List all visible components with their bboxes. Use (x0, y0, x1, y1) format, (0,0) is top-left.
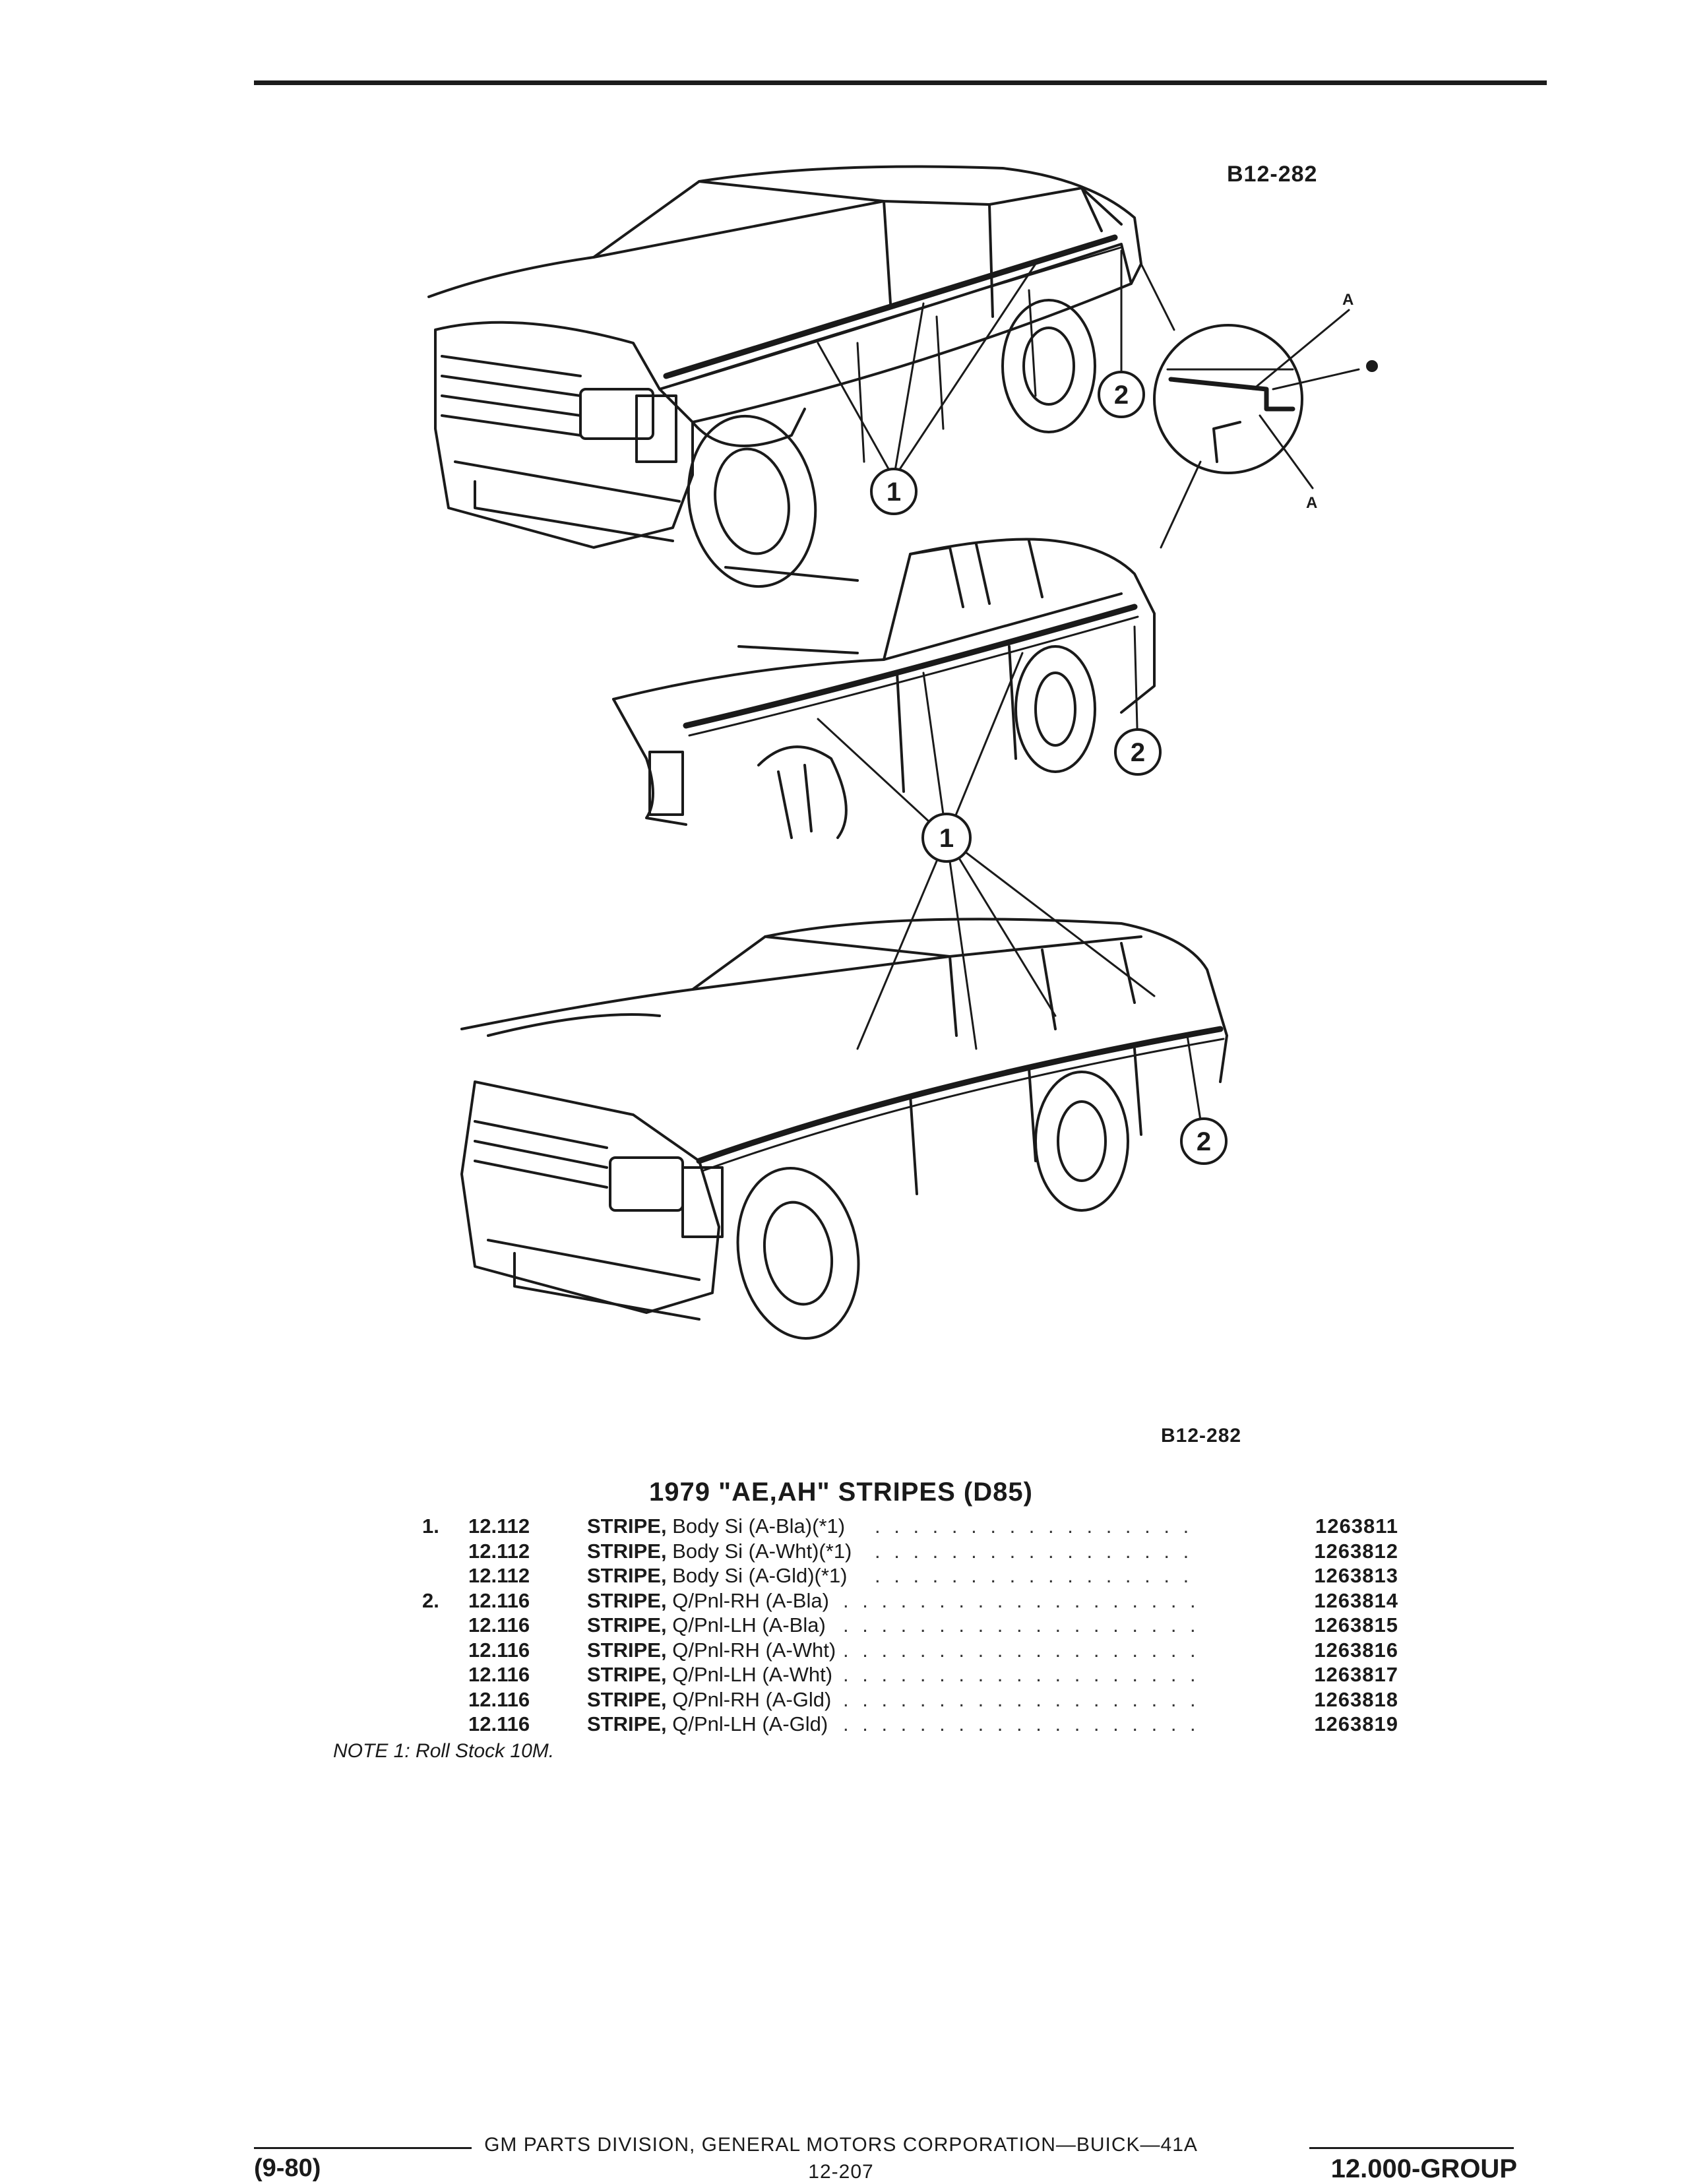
part-name: STRIPE, (587, 1539, 667, 1563)
callout-2-bottom (1180, 1117, 1228, 1165)
part-detail: Body Si (A-Bla)(*1) (672, 1514, 846, 1538)
leader-dots: . . . . . . . . . . . . . . . . . . . . … (843, 1613, 1200, 1637)
figure-code-top: B12-282 (1227, 162, 1318, 187)
part-description: STRIPE, Body Si (A-Bla)(*1) (587, 1514, 845, 1539)
part-number: 1263818 (1314, 1687, 1398, 1711)
footer-publisher: GM PARTS DIVISION, GENERAL MOTORS CORPOR… (484, 2134, 1198, 2156)
part-number: 1263817 (1314, 1663, 1398, 1686)
parts-row: 12.116 STRIPE, Q/Pnl-LH (A-Wht) . . . . . … (422, 1662, 1398, 1687)
group-number: 12.112 (468, 1539, 530, 1563)
part-description: STRIPE, Body Si (A-Gld)(*1) (587, 1563, 848, 1588)
figure-code-bottom: B12-282 (1161, 1425, 1242, 1447)
leader-dots: . . . . . . . . . . . . . . . . . . . . … (843, 1588, 1200, 1612)
parts-row: 12.116 STRIPE, Q/Pnl-RH (A-Gld) . . . . . … (422, 1687, 1398, 1712)
parts-row: 12.112 STRIPE, Body Si (A-Gld)(*1) . . . .… (422, 1563, 1398, 1588)
group-number: 12.112 (468, 1514, 530, 1538)
top-rule (254, 80, 1547, 85)
part-description: STRIPE, Q/Pnl-RH (A-Wht) (587, 1638, 836, 1663)
part-description: STRIPE, Q/Pnl-LH (A-Wht) (587, 1662, 832, 1687)
part-description: STRIPE, Q/Pnl-LH (A-Bla) (587, 1613, 826, 1638)
group-label: 12.000-GROUP (1330, 2154, 1517, 2183)
part-description: STRIPE, Q/Pnl-RH (A-Bla) (587, 1588, 829, 1613)
part-name: STRIPE, (587, 1687, 667, 1711)
callout-2-bottom-label: 2 (1197, 1127, 1211, 1156)
callout-1-top-label: 1 (887, 478, 901, 507)
part-number: 1263812 (1314, 1539, 1398, 1563)
callout-2-top (1098, 371, 1145, 418)
callout-1-middle (921, 813, 972, 863)
callout-2-top-label: 2 (1114, 381, 1129, 410)
leader-dots: . . . . . . . . . . . . . . . . . . . . … (875, 1539, 1200, 1563)
part-number: 1263815 (1314, 1613, 1398, 1637)
stripe-illustration: 1 2 1 2 2 A A (427, 165, 1378, 1340)
part-name: STRIPE, (587, 1514, 667, 1538)
part-detail: Q/Pnl-LH (A-Wht) (672, 1663, 833, 1686)
part-detail: Body Si (A-Wht)(*1) (672, 1539, 852, 1563)
leader-dots: . . . . . . . . . . . . . . . . . . . . … (843, 1712, 1200, 1735)
part-name: STRIPE, (587, 1613, 667, 1637)
parts-row: 12.116 STRIPE, Q/Pnl-RH (A-Wht) . . . . . … (422, 1638, 1398, 1663)
parts-row: 12.116 STRIPE, Q/Pnl-LH (A-Gld) . . . . . … (422, 1712, 1398, 1737)
part-detail: Q/Pnl-LH (A-Gld) (672, 1712, 828, 1735)
group-number: 12.116 (468, 1638, 530, 1662)
part-number: 1263816 (1314, 1638, 1398, 1662)
part-name: STRIPE, (587, 1638, 667, 1662)
car-coupe-drawing (427, 165, 1142, 588)
part-description: STRIPE, Q/Pnl-LH (A-Gld) (587, 1712, 828, 1737)
detail-letter-a-bottom: A (1306, 494, 1317, 512)
group-number: 12.116 (468, 1663, 530, 1686)
part-detail: Body Si (A-Gld)(*1) (672, 1564, 848, 1587)
part-detail: Q/Pnl-RH (A-Gld) (672, 1687, 832, 1711)
part-detail: Q/Pnl-RH (A-Wht) (672, 1638, 836, 1662)
callout-balloons (870, 371, 1228, 1165)
callout-2-middle-label: 2 (1131, 738, 1145, 767)
part-number: 1263819 (1314, 1712, 1398, 1735)
part-name: STRIPE, (587, 1564, 667, 1587)
parts-row: 12.116 STRIPE, Q/Pnl-LH (A-Bla) . . . . . … (422, 1613, 1398, 1638)
car-middle-drawing (612, 538, 1156, 839)
parts-row: 12.112 STRIPE, Body Si (A-Wht)(*1) . . . .… (422, 1539, 1398, 1564)
footer-rule-left (254, 2147, 472, 2149)
part-detail: Q/Pnl-RH (A-Bla) (672, 1588, 829, 1612)
item-index: 2. (422, 1588, 439, 1612)
parts-row: 1. 12.112 STRIPE, Body Si (A-Bla)(*1) . . .… (422, 1514, 1398, 1539)
section-title: 1979 "AE,AH" STRIPES (D85) (649, 1478, 1033, 1507)
leader-dots: . . . . . . . . . . . . . . . . . . . . … (843, 1687, 1200, 1711)
parts-row: 2. 12.116 STRIPE, Q/Pnl-RH (A-Bla) . . . . … (422, 1588, 1398, 1613)
stripe-detail-circle (1140, 263, 1378, 549)
callout-1-top (870, 468, 918, 515)
part-description: STRIPE, Q/Pnl-RH (A-Gld) (587, 1687, 831, 1712)
group-number: 12.112 (468, 1564, 530, 1587)
group-number: 12.116 (468, 1613, 530, 1637)
leader-dots: . . . . . . . . . . . . . . . . . . . . … (843, 1663, 1200, 1686)
part-name: STRIPE, (587, 1588, 667, 1612)
leader-dots: . . . . . . . . . . . . . . . . . . . . … (875, 1564, 1200, 1587)
part-number: 1263813 (1314, 1564, 1398, 1587)
part-detail: Q/Pnl-LH (A-Bla) (672, 1613, 826, 1637)
callout-2-middle (1114, 728, 1162, 776)
item-index: 1. (422, 1514, 439, 1538)
detail-letter-a-top: A (1342, 291, 1354, 309)
group-number: 12.116 (468, 1687, 530, 1711)
part-name: STRIPE, (587, 1712, 667, 1735)
footer-rule-right (1309, 2147, 1514, 2149)
leader-dots: . . . . . . . . . . . . . . . . . . . . … (843, 1638, 1200, 1662)
leader-dots: . . . . . . . . . . . . . . . . . . . . … (875, 1514, 1200, 1538)
callout-1-middle-label: 1 (939, 824, 954, 853)
car-wagon-drawing (460, 918, 1228, 1340)
group-number: 12.116 (468, 1712, 530, 1735)
part-number: 1263811 (1315, 1514, 1398, 1538)
revision-date: (9-80) (254, 2154, 321, 2182)
part-name: STRIPE, (587, 1663, 667, 1686)
leader-lines (817, 249, 1205, 1142)
footnote: NOTE 1: Roll Stock 10M. (333, 1740, 555, 1762)
part-description: STRIPE, Body Si (A-Wht)(*1) (587, 1539, 852, 1564)
part-number: 1263814 (1314, 1588, 1398, 1612)
group-number: 12.116 (468, 1588, 530, 1612)
